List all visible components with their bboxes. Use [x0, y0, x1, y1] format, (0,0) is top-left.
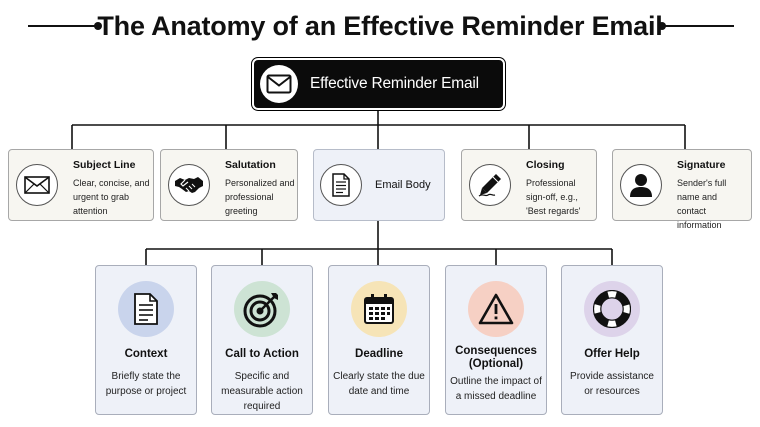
section-desc: Sender's full name and contact informati…	[677, 178, 727, 230]
lifebuoy-icon	[584, 281, 640, 337]
document-icon	[320, 164, 362, 206]
section-desc: Personalized and professional greeting	[225, 178, 295, 216]
title-dot-left	[94, 22, 102, 30]
body-part-title: Offer Help	[584, 348, 640, 360]
section-title: Signature	[677, 159, 726, 171]
title-row: The Anatomy of an Effective Reminder Ema…	[0, 8, 760, 44]
section-title: Salutation	[225, 159, 276, 171]
title-dot-right	[658, 22, 666, 30]
envelope-icon	[260, 65, 298, 103]
body-part-desc: Outline the impact of a missed deadline	[450, 376, 542, 402]
envelope-icon	[16, 164, 58, 206]
document-icon	[118, 281, 174, 337]
calendar-icon	[351, 281, 407, 337]
section-title: Email Body	[375, 179, 431, 191]
body-part-offer-help: Offer Help Provide assistance or resourc…	[561, 265, 663, 415]
body-part-desc: Clearly state the due date and time	[333, 371, 425, 397]
section-title: Closing	[526, 159, 565, 171]
body-part-consequences: Consequences (Optional) Outline the impa…	[445, 265, 547, 415]
body-part-desc: Provide assistance or resources	[570, 371, 654, 397]
root-node: Effective Reminder Email	[252, 58, 505, 110]
section-closing: Closing Professional sign-off, e.g., 'Be…	[461, 149, 597, 221]
section-desc: Professional sign-off, e.g., 'Best regar…	[526, 178, 581, 216]
handshake-icon	[168, 164, 210, 206]
warning-icon	[468, 281, 524, 337]
root-label: Effective Reminder Email	[310, 75, 479, 92]
pen-icon	[469, 164, 511, 206]
section-title: Subject Line	[73, 159, 136, 171]
body-part-title: Context	[124, 348, 168, 360]
page-title: The Anatomy of an Effective Reminder Ema…	[97, 11, 663, 41]
section-email-body: Email Body	[313, 149, 445, 221]
body-part-deadline: Deadline Clearly state the due date and …	[328, 265, 430, 415]
section-salutation: Salutation Personalized and professional…	[160, 149, 298, 221]
section-signature: Signature Sender's full name and contact…	[612, 149, 752, 230]
section-subject-line: Subject Line Clear, concise, and urgent …	[8, 149, 154, 221]
title-rule-left	[28, 25, 98, 27]
body-part-desc: Specific and measurable action required	[221, 371, 303, 412]
title-rule-right	[662, 25, 734, 27]
body-part-call-to-action: Call to Action Specific and measurable a…	[211, 265, 313, 415]
body-part-desc: Briefly state the purpose or project	[105, 371, 187, 397]
person-icon	[620, 164, 662, 206]
body-part-title: Deadline	[355, 348, 403, 360]
section-desc: Clear, concise, and urgent to grab atten…	[73, 178, 150, 216]
body-part-title: Consequences (Optional)	[455, 345, 537, 370]
body-part-context: Context Briefly state the purpose or pro…	[95, 265, 197, 415]
body-part-title: Call to Action	[225, 348, 299, 360]
target-icon	[234, 281, 290, 337]
